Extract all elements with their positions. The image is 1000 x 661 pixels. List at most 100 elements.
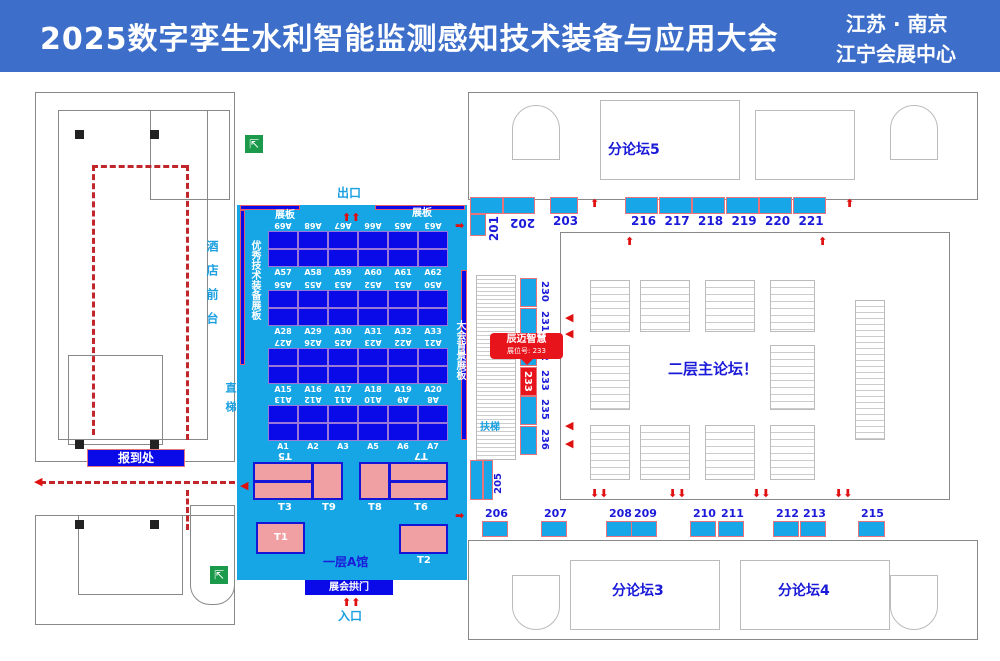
- booth-a25[interactable]: [328, 348, 358, 366]
- booth-a9[interactable]: [388, 405, 418, 423]
- booth-a26[interactable]: [298, 348, 328, 366]
- booth-t9[interactable]: [312, 462, 343, 500]
- booth-203[interactable]: [550, 197, 578, 214]
- booth-label: 213: [803, 507, 826, 520]
- booth-a20[interactable]: [418, 366, 448, 384]
- booth-a12[interactable]: [298, 405, 328, 423]
- booth-label: A17: [334, 385, 352, 394]
- booth-a1[interactable]: [268, 423, 298, 441]
- booth-210[interactable]: [690, 521, 716, 537]
- route-dashed-line: [92, 165, 187, 168]
- forum4-label: 分论坛4: [778, 583, 830, 599]
- booth-label: A28: [274, 327, 292, 336]
- booth-a68[interactable]: [298, 231, 328, 249]
- booth-a2[interactable]: [298, 423, 328, 441]
- booth-a65[interactable]: [388, 231, 418, 249]
- booth-a52[interactable]: [358, 290, 388, 308]
- booth-a59[interactable]: [328, 249, 358, 267]
- booth-a28[interactable]: [268, 308, 298, 326]
- booth-a51[interactable]: [388, 290, 418, 308]
- booth-a33[interactable]: [418, 308, 448, 326]
- booth-212[interactable]: [773, 521, 799, 537]
- booth-t6[interactable]: [389, 481, 448, 500]
- booth-205[interactable]: [483, 460, 493, 500]
- route-dashed-line: [40, 481, 235, 484]
- booth-221[interactable]: [792, 197, 826, 214]
- booth-a56[interactable]: [268, 290, 298, 308]
- booth-label: 230: [539, 281, 550, 302]
- booth-217[interactable]: [658, 197, 692, 214]
- booth-label: A58: [304, 268, 322, 277]
- booth-209[interactable]: [631, 521, 657, 537]
- booth-label: A3: [337, 442, 349, 451]
- booth-a23[interactable]: [358, 348, 388, 366]
- booth-216[interactable]: [625, 197, 658, 214]
- booth-219[interactable]: [725, 197, 759, 214]
- booth-a62[interactable]: [418, 249, 448, 267]
- booth-235[interactable]: [520, 396, 537, 425]
- exit-arrow-icon: ⬆⬆: [342, 211, 361, 224]
- booth-a18[interactable]: [358, 366, 388, 384]
- booth-label: A63: [424, 221, 442, 230]
- booth-230[interactable]: [520, 278, 537, 307]
- booth-a53[interactable]: [328, 290, 358, 308]
- booth-a3[interactable]: [328, 423, 358, 441]
- booth-a63[interactable]: [418, 231, 448, 249]
- booth-a11[interactable]: [328, 405, 358, 423]
- booth-label: A60: [364, 268, 382, 277]
- company-callout[interactable]: 辰迈智慧 展位号: 233: [490, 333, 563, 359]
- booth-205[interactable]: [470, 460, 483, 500]
- booth-a7[interactable]: [418, 423, 448, 441]
- booth-t6[interactable]: [389, 462, 448, 482]
- booth-a22[interactable]: [388, 348, 418, 366]
- booth-a50[interactable]: [418, 290, 448, 308]
- booth-label: A12: [304, 395, 322, 404]
- booth-a10[interactable]: [358, 405, 388, 423]
- booth-t3[interactable]: [253, 462, 313, 482]
- booth-202[interactable]: [503, 197, 535, 214]
- booth-a32[interactable]: [388, 308, 418, 326]
- booth-a13[interactable]: [268, 405, 298, 423]
- booth-a6[interactable]: [388, 423, 418, 441]
- booth-207[interactable]: [541, 521, 567, 537]
- booth-a30[interactable]: [328, 308, 358, 326]
- booth-a57[interactable]: [268, 249, 298, 267]
- booth-201-202[interactable]: [470, 197, 503, 214]
- booth-218[interactable]: [692, 197, 725, 214]
- booth-label: A29: [304, 327, 322, 336]
- booth-a21[interactable]: [418, 348, 448, 366]
- booth-208[interactable]: [606, 521, 632, 537]
- booth-a27[interactable]: [268, 348, 298, 366]
- booth-a15[interactable]: [268, 366, 298, 384]
- booth-a69[interactable]: [268, 231, 298, 249]
- booth-201[interactable]: [470, 214, 486, 236]
- booth-t3[interactable]: [253, 481, 313, 500]
- booth-a66[interactable]: [358, 231, 388, 249]
- booth-206[interactable]: [482, 521, 508, 537]
- booth-213[interactable]: [800, 521, 826, 537]
- booth-a8[interactable]: [418, 405, 448, 423]
- booth-211[interactable]: [718, 521, 744, 537]
- booth-label-t1: T1: [274, 532, 288, 543]
- booth-233[interactable]: [520, 366, 537, 396]
- booth-t8[interactable]: [359, 462, 390, 500]
- booth-a61[interactable]: [388, 249, 418, 267]
- booth-a29[interactable]: [298, 308, 328, 326]
- booth-a60[interactable]: [358, 249, 388, 267]
- booth-215[interactable]: [858, 521, 885, 537]
- panel-label: 展板: [275, 210, 295, 221]
- booth-label: 233: [539, 369, 550, 391]
- booth-t2[interactable]: [399, 524, 448, 554]
- booth-a5[interactable]: [358, 423, 388, 441]
- booth-a17[interactable]: [328, 366, 358, 384]
- booth-a67[interactable]: [328, 231, 358, 249]
- booth-a19[interactable]: [388, 366, 418, 384]
- booth-a58[interactable]: [298, 249, 328, 267]
- booth-a16[interactable]: [298, 366, 328, 384]
- booth-220[interactable]: [759, 197, 792, 214]
- booth-a55[interactable]: [298, 290, 328, 308]
- booth-236[interactable]: [520, 425, 537, 455]
- booth-t1[interactable]: T1: [256, 522, 305, 554]
- booth-label: A13: [274, 395, 292, 404]
- booth-a31[interactable]: [358, 308, 388, 326]
